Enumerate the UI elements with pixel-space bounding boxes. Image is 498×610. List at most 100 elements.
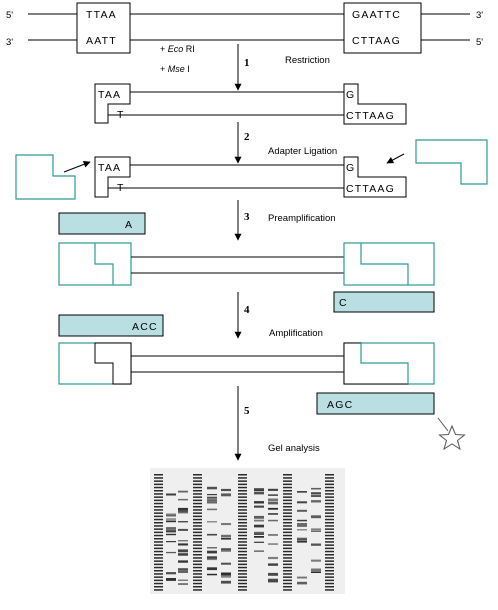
- gel-band: [268, 494, 278, 496]
- gel-band: [325, 512, 334, 514]
- gel-band: [154, 573, 163, 575]
- gel-band: [221, 572, 231, 575]
- gel-band: [154, 528, 163, 530]
- gel-band: [283, 573, 292, 575]
- gel-band: [193, 544, 202, 546]
- amp-eco-adapter-overlay: [360, 343, 409, 384]
- gel-band: [325, 560, 334, 562]
- gel-band: [238, 554, 247, 556]
- gel-band: [193, 579, 202, 582]
- gel-band: [238, 496, 247, 498]
- gel-band: [238, 576, 247, 578]
- enzymes: + Eco RI + Mse I: [160, 44, 195, 74]
- gel-band: [254, 519, 264, 522]
- gel-band: [325, 544, 334, 546]
- gel-band: [154, 560, 163, 562]
- gel-band: [221, 534, 231, 538]
- gel-lane: [154, 474, 163, 591]
- gel-band: [193, 534, 202, 537]
- gel-band: [221, 548, 231, 551]
- gel-band: [238, 560, 247, 562]
- gel-band: [154, 518, 163, 521]
- ligation-mse-end: [94, 156, 131, 198]
- gel-band: [297, 581, 307, 585]
- gel-band: [325, 589, 334, 591]
- gel-band: [325, 550, 334, 553]
- star-icon: [438, 424, 466, 451]
- gel-band: [154, 557, 163, 559]
- gel-band: [325, 573, 334, 575]
- gel-band: [238, 483, 247, 486]
- gel-band: [154, 502, 163, 505]
- gel-band: [193, 586, 202, 588]
- gel-band: [193, 512, 202, 514]
- gel-band: [154, 499, 163, 502]
- gel-band: [193, 576, 202, 578]
- gel-band: [254, 550, 264, 552]
- gel-band: [178, 490, 188, 493]
- fragment-eco-bottom-seq: CTTAAG: [346, 110, 395, 122]
- gel-band: [207, 533, 217, 535]
- gel-band: [193, 528, 202, 530]
- gel-band: [166, 493, 176, 496]
- gel-band: [325, 538, 334, 540]
- gel-band: [268, 543, 278, 545]
- gel-band: [193, 566, 202, 569]
- gel-band: [154, 493, 163, 495]
- gel-band: [238, 589, 247, 591]
- gel-band: [325, 525, 334, 527]
- gel-band: [254, 501, 264, 504]
- gel-band: [268, 513, 278, 515]
- gel-band: [166, 541, 176, 543]
- gel-band: [254, 491, 264, 495]
- gel-band: [238, 477, 247, 479]
- gel-band: [178, 498, 188, 501]
- gel-band: [268, 556, 278, 560]
- gel-band: [193, 582, 202, 585]
- gel-band: [325, 477, 334, 479]
- gel-band: [154, 534, 163, 537]
- eco-site-bottom-seq: CTTAAG: [352, 35, 401, 47]
- gel-band: [193, 570, 202, 572]
- gel-band: [283, 477, 292, 479]
- gel-band: [178, 528, 188, 531]
- gel-band: [221, 575, 231, 578]
- step-number-4: 4: [244, 304, 250, 316]
- gel-band: [283, 499, 292, 502]
- gel-band: [166, 513, 176, 517]
- gel-band: [311, 487, 321, 490]
- gel-band: [268, 507, 278, 510]
- gel-band: [325, 586, 334, 588]
- gel-band: [268, 488, 278, 491]
- gel-band: [283, 528, 292, 530]
- gel-band: [238, 528, 247, 530]
- gel-band: [221, 562, 231, 565]
- gel-band: [268, 572, 278, 576]
- strand-label-top-left: 5': [6, 10, 13, 21]
- pre-mse-fragment-end: [94, 243, 114, 285]
- gel-band: [193, 547, 202, 550]
- eco-adapter-arrow: [386, 153, 405, 164]
- gel-band: [325, 509, 334, 511]
- gel-band: [283, 538, 292, 540]
- gel-band: [178, 549, 188, 553]
- adapter-ligation: TAA T G CTTAAG: [15, 139, 488, 200]
- mse-adapter-arrow: [63, 160, 91, 173]
- gel-lane: [178, 490, 188, 585]
- gel-band: [311, 530, 321, 532]
- gel-band: [238, 480, 247, 482]
- gel-band: [166, 518, 176, 520]
- gel-band: [283, 496, 292, 498]
- gel-band: [238, 586, 247, 588]
- gel-band: [297, 491, 307, 493]
- gel-band: [178, 560, 188, 563]
- gel-lane: [297, 491, 307, 585]
- gel-band: [283, 557, 292, 559]
- fragment-eco-end: [343, 83, 407, 125]
- mse-site-top-seq: TTAA: [86, 9, 117, 21]
- gel-band: [238, 582, 247, 585]
- gel-band: [283, 509, 292, 511]
- gel-band: [166, 529, 176, 532]
- gel-band: [193, 496, 202, 498]
- mse-site-bottom-seq: AATT: [86, 35, 117, 47]
